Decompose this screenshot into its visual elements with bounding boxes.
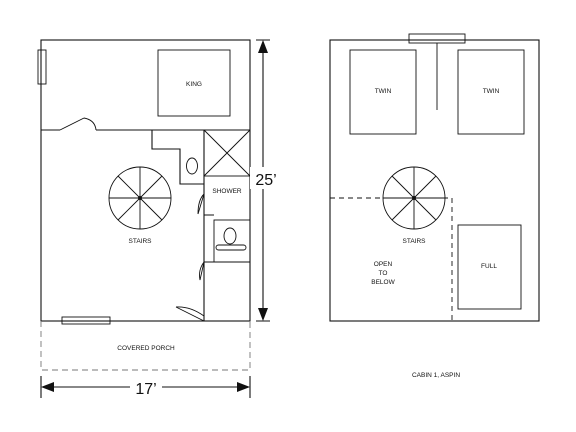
king-bed xyxy=(157,49,231,117)
porch-door-swing xyxy=(175,306,205,322)
open-to-below-label-3: BELOW xyxy=(371,279,395,286)
king-bed-label: KING xyxy=(186,81,202,88)
faucet xyxy=(215,244,247,251)
plan-caption: CABIN 1, ASPIN xyxy=(412,372,460,379)
bathroom-door-swing xyxy=(197,193,205,215)
toilet xyxy=(186,157,198,175)
loft-outline xyxy=(329,39,540,322)
bedroom-door-swing xyxy=(59,117,97,131)
bathroom-walls xyxy=(151,130,250,321)
full-bed xyxy=(457,224,522,310)
open-to-below-label-2: TO xyxy=(379,270,388,277)
loft-floor-plan: TWIN TWIN STAIRS OPEN TO BELOW FULL CABI… xyxy=(329,33,540,379)
covered-porch-outline xyxy=(40,321,251,371)
shower-label: SHOWER xyxy=(212,188,242,195)
stairs-label-ground: STAIRS xyxy=(129,238,153,245)
twin-bed-right xyxy=(457,49,525,135)
open-to-below-label-1: OPEN xyxy=(374,261,393,268)
front-door-swing xyxy=(199,261,205,281)
height-dimension xyxy=(250,39,276,322)
height-dimension-label: 25’ xyxy=(255,172,276,189)
spiral-stairs-loft xyxy=(382,166,446,230)
ground-floor-plan: KING SHOWER STAIRS COVERED xyxy=(37,39,277,398)
stairs-label-loft: STAIRS xyxy=(403,238,427,245)
ground-floor-outline xyxy=(40,39,251,322)
twin-bed-right-label: TWIN xyxy=(483,88,500,95)
window-left-wall xyxy=(37,49,47,85)
porch-window xyxy=(61,316,111,325)
twin-bed-left-label: TWIN xyxy=(375,88,392,95)
width-dimension xyxy=(40,376,251,398)
shower-stall xyxy=(203,129,251,177)
open-to-below-boundary xyxy=(330,197,453,321)
twin-bed-left xyxy=(349,49,417,135)
sink-basin xyxy=(223,227,237,245)
full-bed-label: FULL xyxy=(481,263,497,270)
loft-window xyxy=(408,33,466,44)
width-dimension-label: 17’ xyxy=(135,381,156,398)
spiral-stairs-ground xyxy=(108,166,172,230)
vanity-counter xyxy=(213,219,251,263)
covered-porch-label: COVERED PORCH xyxy=(117,345,175,352)
shower-drain-cross xyxy=(203,129,251,177)
